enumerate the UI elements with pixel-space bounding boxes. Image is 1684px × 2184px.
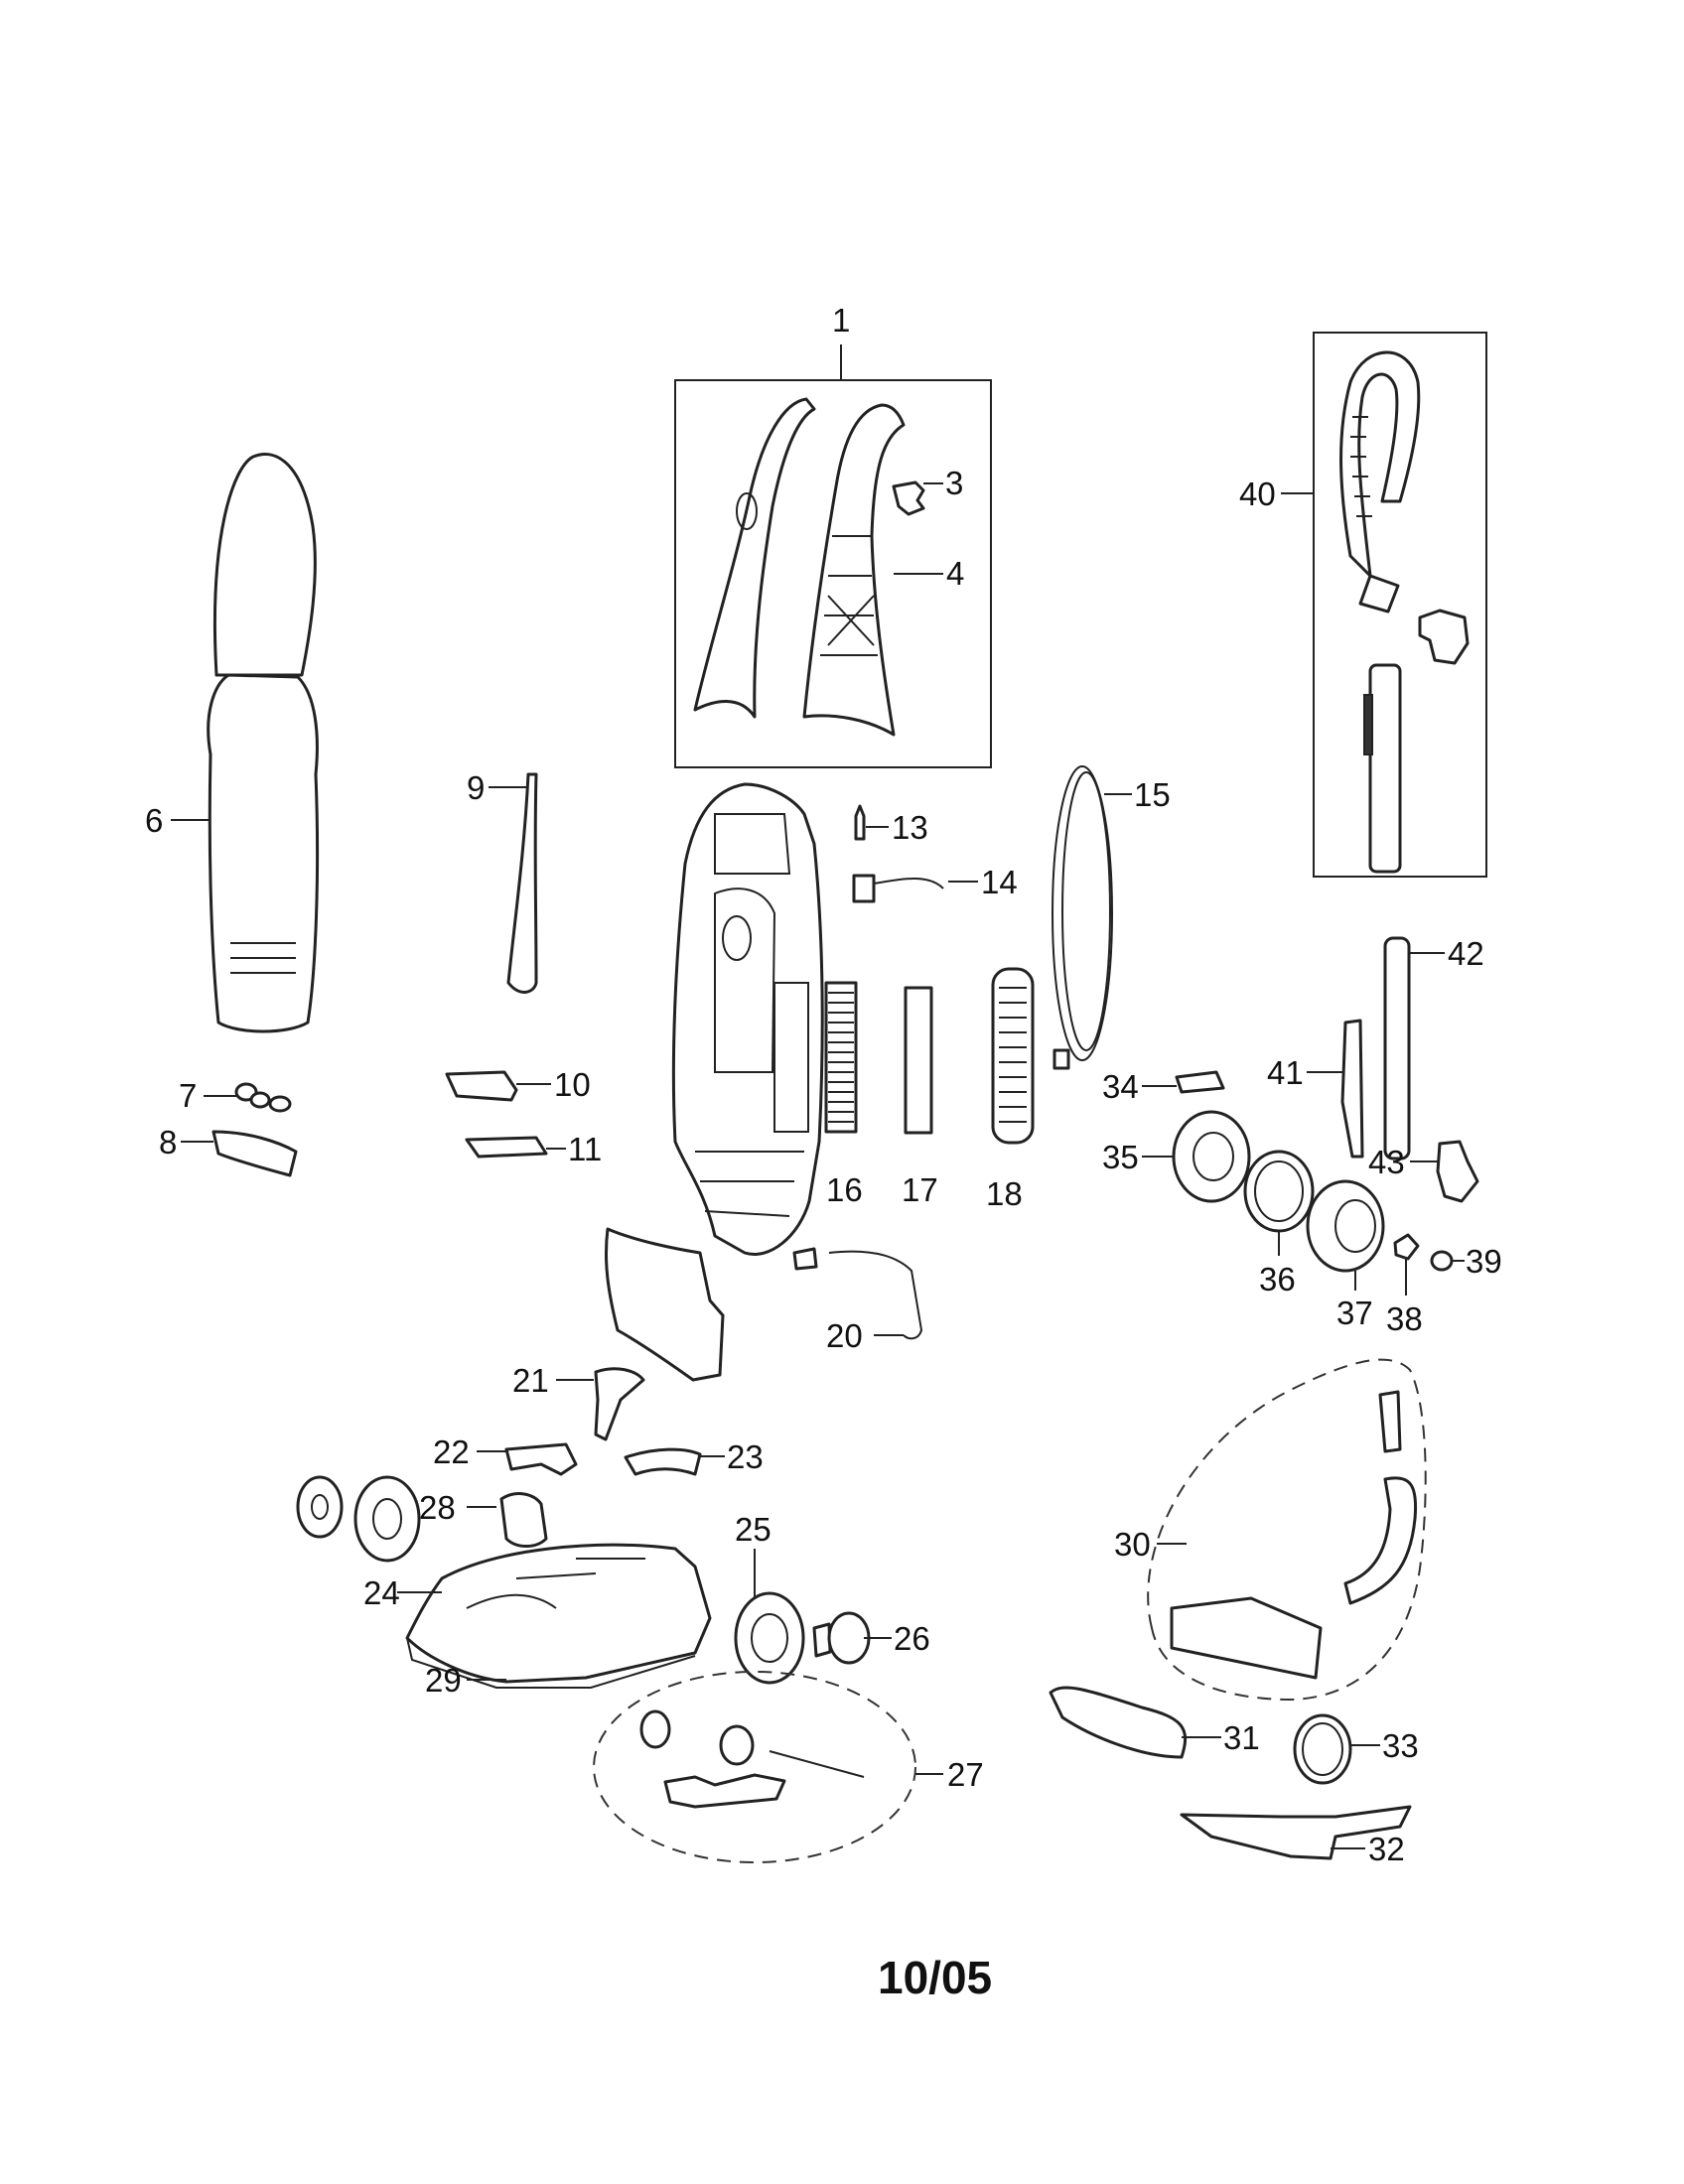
handle-assembly-group (674, 344, 992, 768)
label-part-27: 27 (947, 1756, 984, 1793)
label-part-7: 7 (179, 1077, 197, 1114)
handle-rear-half (802, 403, 906, 737)
label-part-6: 6 (145, 802, 163, 839)
label-part-21: 21 (512, 1362, 549, 1399)
label-part-36: 36 (1259, 1261, 1296, 1297)
label-part-10: 10 (554, 1066, 591, 1103)
label-part-35: 35 (1102, 1139, 1139, 1175)
label-part-9: 9 (467, 769, 485, 806)
label-part-4: 4 (946, 555, 964, 592)
label-part-32: 32 (1368, 1831, 1405, 1867)
hose (1339, 350, 1421, 578)
dirt-cup (171, 453, 320, 1033)
label-part-43: 43 (1368, 1144, 1405, 1180)
label-part-1: 1 (832, 302, 850, 339)
label-part-8: 8 (159, 1124, 177, 1160)
label-part-30: 30 (1114, 1526, 1151, 1563)
label-part-22: 22 (433, 1433, 470, 1470)
hose-wand-group (1281, 332, 1487, 878)
label-part-28: 28 (419, 1489, 456, 1526)
label-part-23: 23 (727, 1438, 764, 1475)
label-part-11: 11 (568, 1131, 602, 1167)
date-code: 10/05 (878, 1952, 992, 2003)
hose-connector (1418, 609, 1470, 665)
label-part-40: 40 (1239, 476, 1276, 512)
label-part-24: 24 (363, 1574, 400, 1611)
label-part-25: 25 (735, 1511, 772, 1548)
label-part-15: 15 (1134, 776, 1171, 813)
main-body-housing (671, 765, 1132, 1340)
label-part-31: 31 (1223, 1719, 1260, 1756)
label-part-3: 3 (945, 465, 963, 501)
label-part-38: 38 (1386, 1300, 1423, 1337)
label-part-42: 42 (1448, 935, 1484, 972)
label-part-14: 14 (981, 864, 1018, 900)
part-number-labels: 1 3 4 6 7 8 9 10 11 13 14 15 16 17 18 20… (145, 302, 1502, 1867)
small-parts-left (181, 772, 566, 1177)
handle-clip (892, 480, 925, 516)
label-part-29: 29 (425, 1662, 462, 1699)
motor-and-attachments (1049, 936, 1479, 1860)
label-part-37: 37 (1336, 1295, 1373, 1331)
label-part-33: 33 (1382, 1727, 1419, 1764)
extension-wand (1368, 663, 1402, 874)
label-part-41: 41 (1267, 1054, 1304, 1091)
label-part-39: 39 (1466, 1243, 1502, 1280)
label-part-20: 20 (826, 1317, 863, 1354)
lower-body (296, 1227, 943, 1863)
handle-front-half (693, 397, 816, 719)
label-part-18: 18 (986, 1175, 1023, 1212)
label-part-34: 34 (1102, 1068, 1139, 1105)
label-part-13: 13 (892, 809, 928, 846)
label-part-26: 26 (894, 1620, 930, 1657)
label-part-16: 16 (826, 1171, 863, 1208)
label-part-17: 17 (902, 1171, 938, 1208)
